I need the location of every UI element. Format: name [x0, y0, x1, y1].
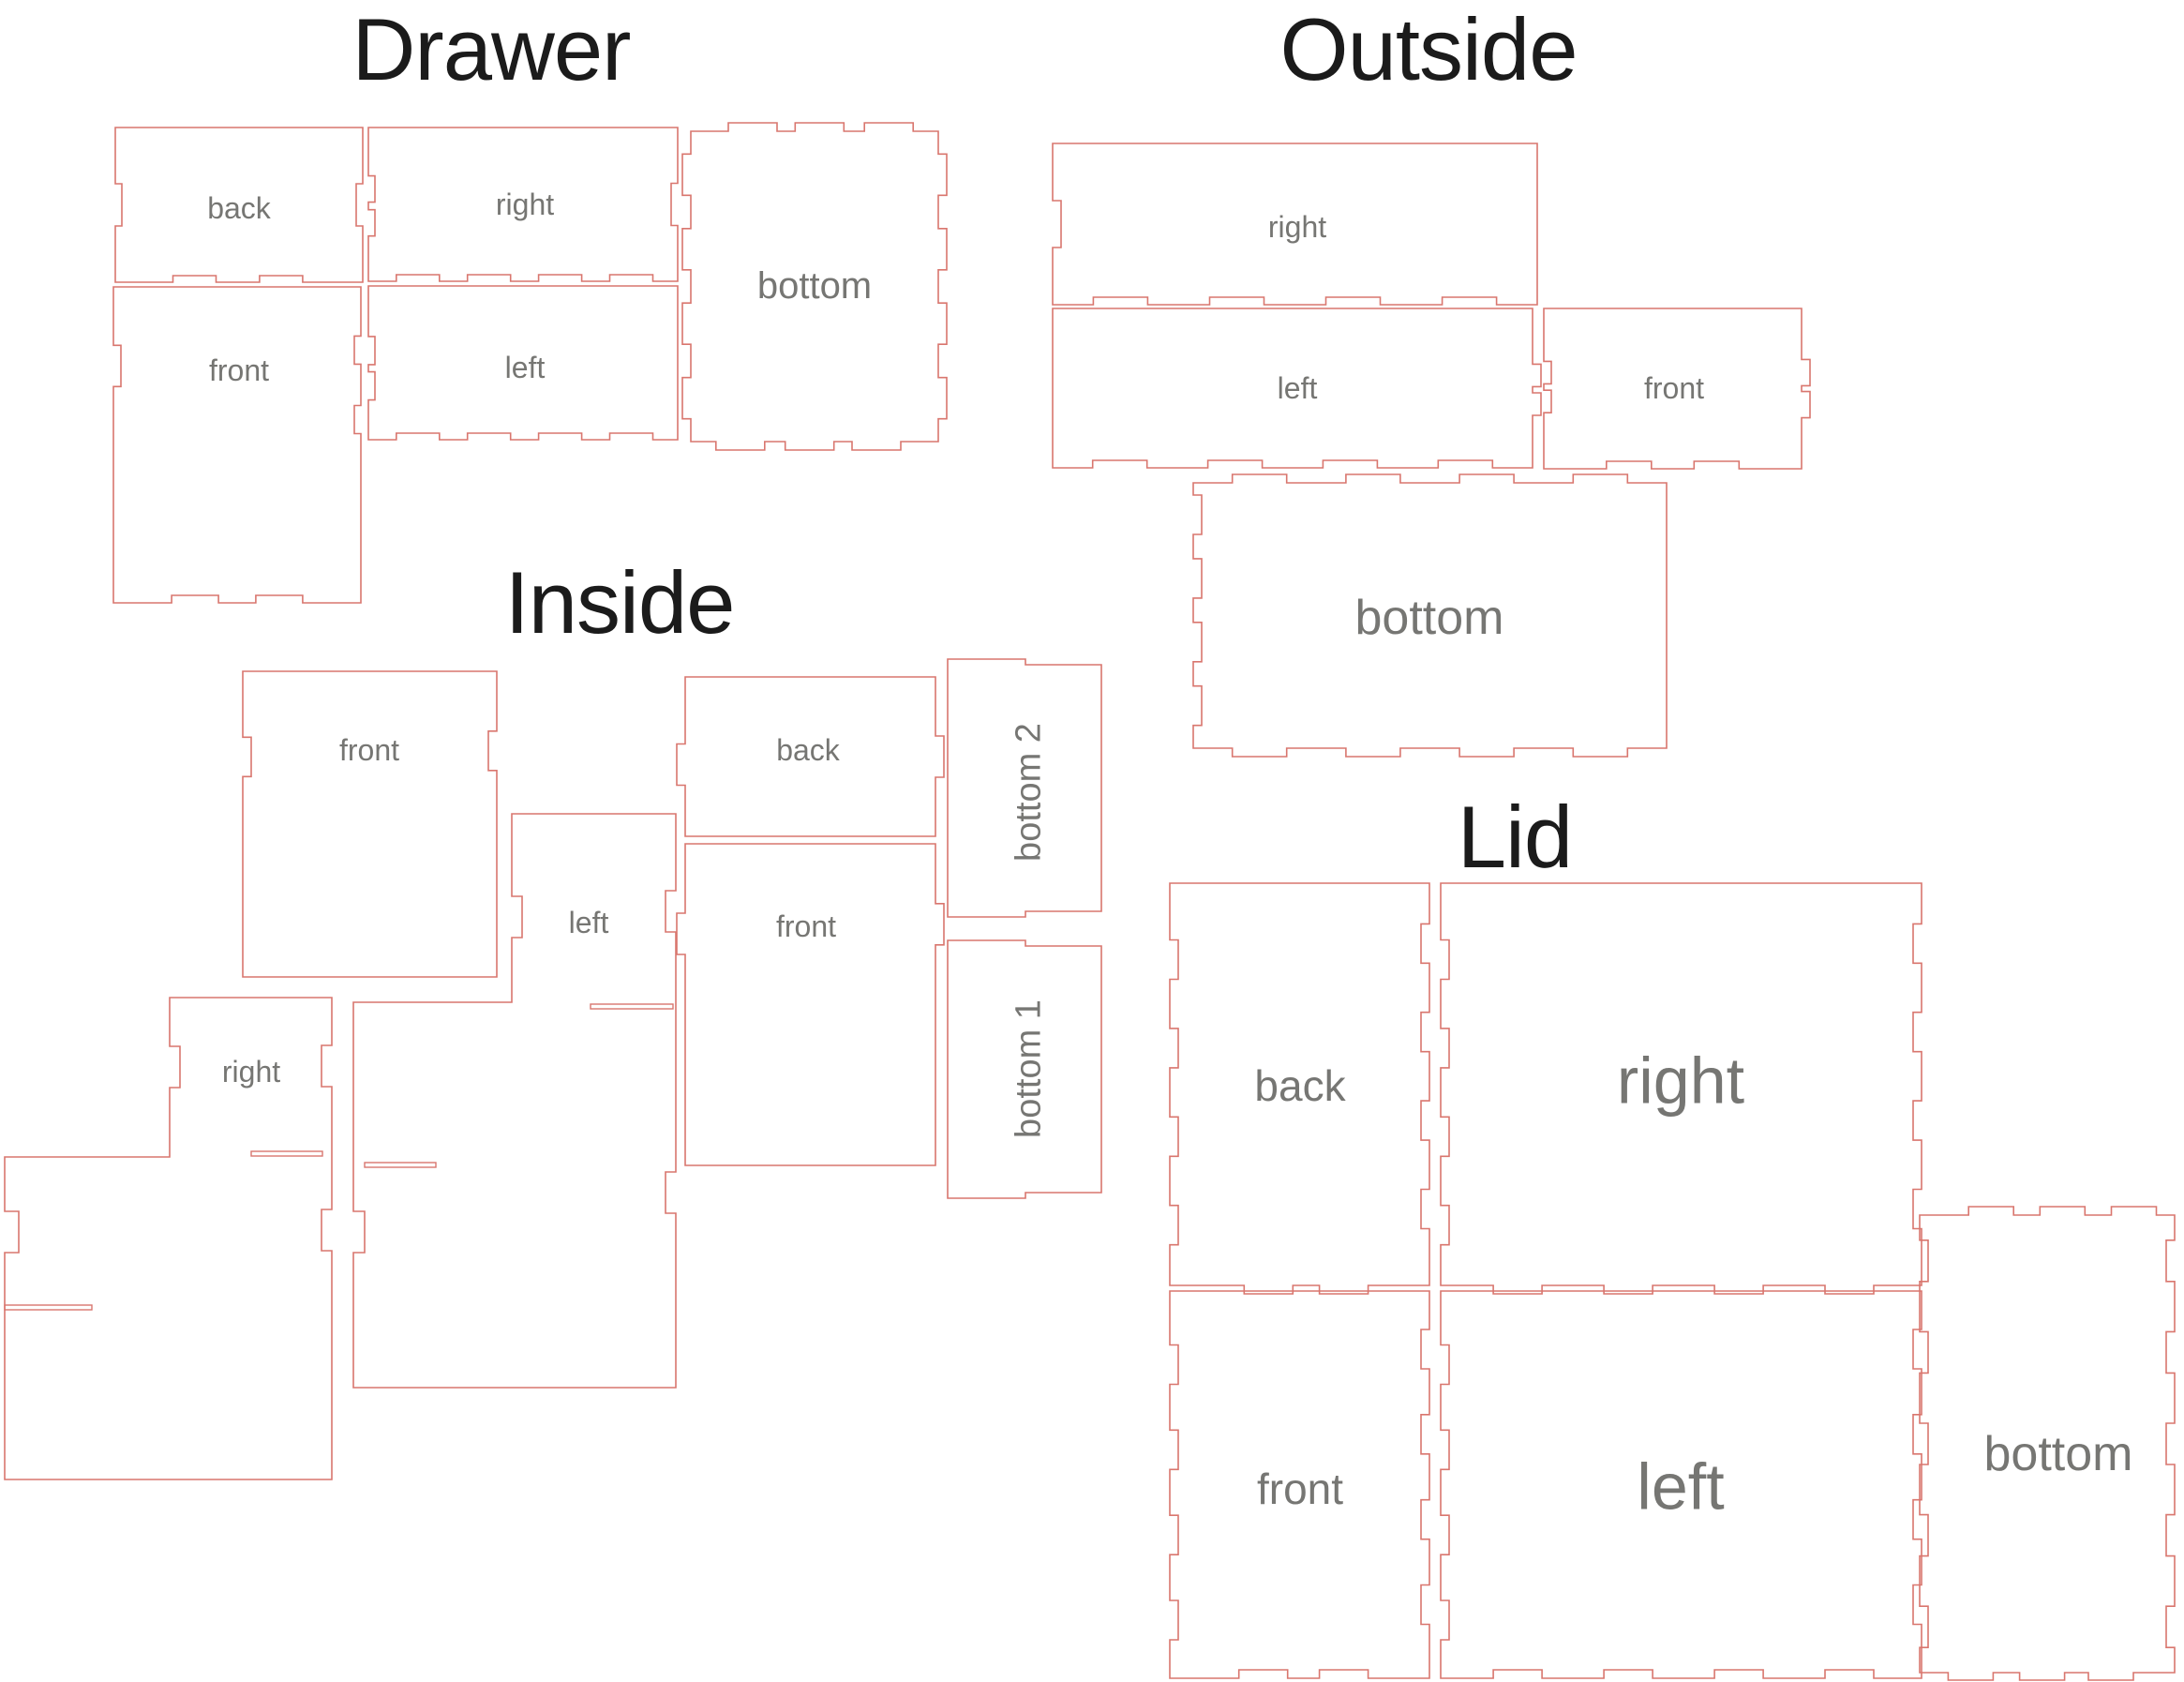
lid-back-panel-outline: [1169, 882, 1430, 1295]
inside-front-mid-panel-label: front: [776, 909, 836, 943]
inside-right-panel-label: right: [222, 1055, 280, 1089]
inside-back-panel-outline: [676, 676, 945, 837]
outside-bottom-panel-outline: [1192, 473, 1668, 758]
lid-right-panel-label: right: [1617, 1044, 1744, 1118]
outside-left-panel-label: left: [1278, 371, 1318, 405]
drawer-back-panel-outline: [114, 127, 364, 283]
inside-right-panel-outline: [4, 997, 333, 1480]
drawer-front-panel-outline: [112, 286, 362, 604]
drawer-bottom-panel-label: bottom: [757, 265, 872, 307]
lid-front-panel-label: front: [1257, 1464, 1343, 1513]
drawer-right-panel-outline: [367, 127, 679, 282]
inside-bottom-1-panel-label: bottom 1: [1009, 999, 1048, 1138]
group-title-drawer: Drawer: [352, 0, 632, 98]
lid-bottom-panel-label: bottom: [1984, 1427, 2133, 1481]
outside-right-panel-label: right: [1268, 210, 1326, 244]
drawer-right-panel-label: right: [496, 188, 554, 221]
inside-back-panel-label: back: [776, 733, 841, 767]
inside-right-slot-2: [4, 1304, 93, 1311]
group-title-inside: Inside: [504, 553, 736, 652]
drawer-left-panel-outline: [367, 285, 679, 441]
inside-right-slot-1: [250, 1150, 323, 1157]
drawer-left-panel-label: left: [505, 351, 546, 384]
inside-bottom-1-panel-outline: [947, 939, 1102, 1199]
outside-front-panel-label: front: [1644, 371, 1704, 405]
drawer-front-panel-label: front: [209, 353, 269, 387]
inside-front-upper-panel-outline: [242, 670, 498, 978]
outside-front-panel-outline: [1543, 308, 1811, 470]
outside-bottom-panel-label: bottom: [1355, 591, 1504, 645]
inside-front-mid-panel-outline: [676, 843, 945, 1166]
outside-right-panel-outline: [1052, 143, 1538, 306]
inside-front-upper-panel-label: front: [339, 733, 399, 767]
group-title-lid: Lid: [1457, 788, 1573, 886]
lid-left-panel-outline: [1440, 1290, 1922, 1679]
inside-left-slot-1: [590, 1003, 674, 1010]
lid-bottom-panel-outline: [1919, 1206, 2176, 1681]
lid-front-panel-outline: [1169, 1290, 1430, 1679]
drawer-bottom-panel-outline: [681, 122, 948, 451]
lid-back-panel-label: back: [1254, 1061, 1346, 1110]
outside-left-panel-outline: [1052, 308, 1542, 469]
inside-left-slot-2: [364, 1162, 437, 1168]
group-title-outside: Outside: [1279, 0, 1578, 98]
inside-left-panel-outline: [352, 813, 677, 1389]
inside-bottom-2-panel-label: bottom 2: [1009, 723, 1048, 862]
lid-left-panel-label: left: [1637, 1450, 1724, 1524]
lid-right-panel-outline: [1440, 882, 1922, 1295]
drawer-back-panel-label: back: [207, 191, 272, 225]
inside-bottom-2-panel-outline: [947, 658, 1102, 918]
inside-left-panel-label: left: [569, 906, 609, 939]
